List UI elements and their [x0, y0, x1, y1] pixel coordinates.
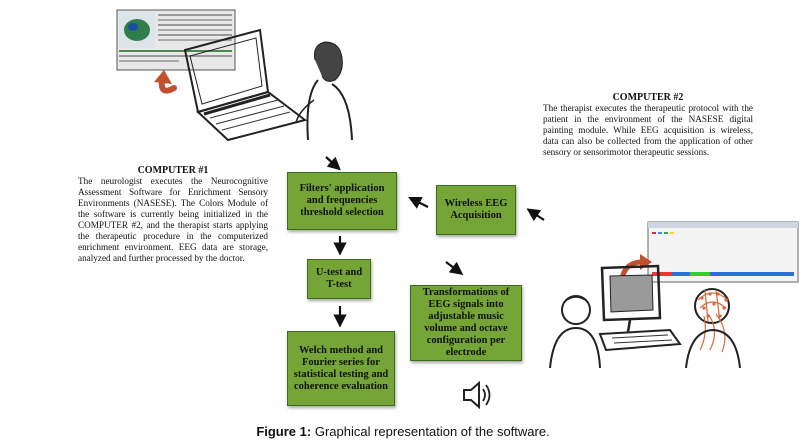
computer2-illustration [540, 210, 806, 368]
computer1-description: COMPUTER #1 The neurologist executes the… [78, 165, 268, 264]
arrow-patient-to-wireless [526, 208, 545, 222]
therapist-patient-drawing [549, 221, 799, 368]
welch-box: Welch method and Fourier series for stat… [287, 331, 395, 406]
caption-text: Graphical representation of the software… [311, 424, 550, 439]
wireless-eeg-box: Wireless EEG Acquisition [436, 185, 516, 235]
arrow-to-filters [325, 156, 341, 171]
utest-box: U-test and T-test [307, 259, 371, 299]
computer2-description: COMPUTER #2 The therapist executes the t… [543, 92, 753, 158]
computer2-text: The therapist executes the therapeutic p… [543, 103, 753, 157]
computer2-heading: COMPUTER #2 [612, 92, 684, 103]
computer1-text: The neurologist executes the Neurocognit… [78, 176, 268, 263]
speaker-icon [460, 378, 496, 412]
computer1-heading: COMPUTER #1 [137, 165, 209, 176]
transform-box: Transformations of EEG signals into adju… [410, 285, 522, 361]
arrow-filters-to-transform [445, 261, 464, 275]
figure-caption: Figure 1: Graphical representation of th… [0, 424, 806, 439]
filters-box: Filters' application and frequencies thr… [287, 172, 397, 230]
arrow-wireless-to-filters [408, 197, 429, 209]
computer1-illustration [100, 0, 360, 150]
laptop-doctor-drawing [116, 9, 353, 142]
caption-label: Figure 1: [256, 424, 312, 439]
